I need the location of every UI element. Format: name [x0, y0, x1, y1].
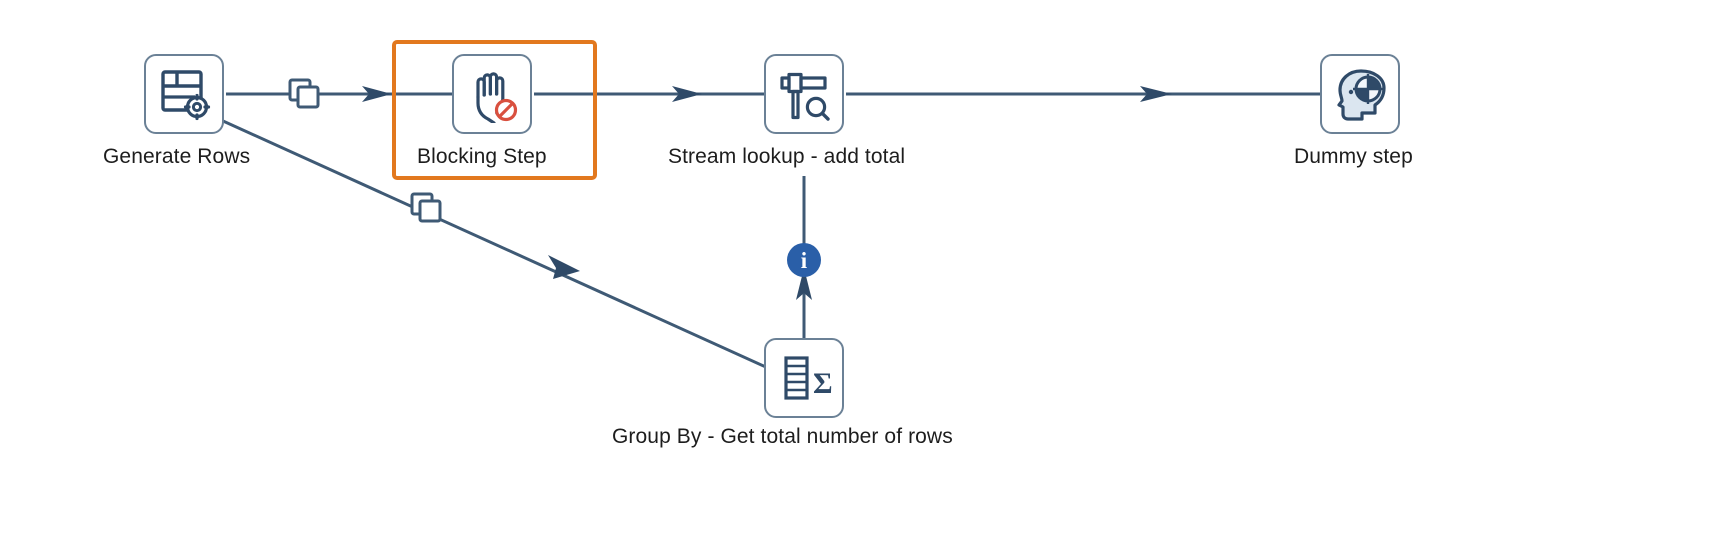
step-node-group-by[interactable]: Σ — [764, 338, 844, 418]
document-gear-icon — [155, 65, 213, 123]
step-node-generate-rows[interactable] — [144, 54, 224, 134]
selection-highlight-blocking-step — [392, 40, 597, 180]
step-node-dummy-step[interactable] — [1320, 54, 1400, 134]
step-label-dummy-step: Dummy step — [1294, 145, 1413, 168]
hop-generate-to-blocking[interactable] — [226, 86, 452, 102]
hop-lookup-to-dummy[interactable] — [846, 86, 1320, 102]
step-node-stream-lookup[interactable] — [764, 54, 844, 134]
hand-block-icon — [463, 65, 521, 123]
head-target-icon — [1331, 65, 1389, 123]
table-sigma-icon: Σ — [775, 349, 833, 407]
hop-info-icon-groupby-to-lookup[interactable]: i — [787, 243, 821, 277]
step-node-blocking-step[interactable] — [452, 54, 532, 134]
step-label-blocking-step: Blocking Step — [417, 145, 547, 168]
hop-generate-to-groupby[interactable] — [211, 114, 769, 370]
step-label-group-by: Group By - Get total number of rows — [612, 425, 953, 448]
hammer-search-icon — [775, 65, 833, 123]
hop-copy-icon-generate-to-blocking[interactable] — [288, 78, 322, 110]
hop-copy-icon-generate-to-groupby[interactable] — [410, 192, 444, 224]
hop-blocking-to-lookup[interactable] — [534, 86, 764, 102]
svg-text:Σ: Σ — [813, 367, 833, 400]
step-label-generate-rows: Generate Rows — [103, 145, 251, 168]
step-label-stream-lookup: Stream lookup - add total — [668, 145, 906, 168]
